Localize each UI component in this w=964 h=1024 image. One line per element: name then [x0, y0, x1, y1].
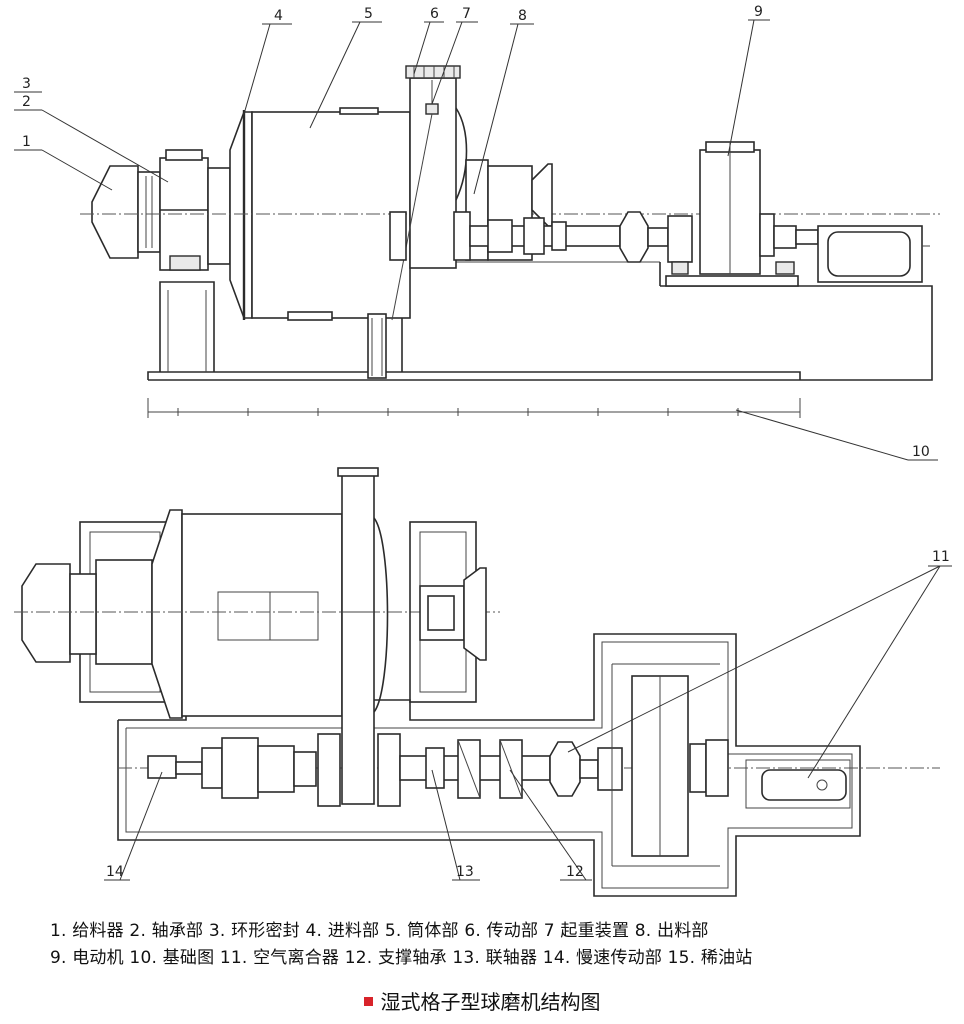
plan-leader-lines	[104, 565, 952, 881]
callout-3: 3	[22, 76, 31, 92]
callout-4: 4	[274, 8, 283, 24]
callout-6: 6	[430, 6, 439, 22]
pinion-shaft	[469, 211, 693, 275]
main-motor	[665, 141, 819, 287]
side-elevation-view	[14, 19, 940, 461]
plan-main-motor	[611, 663, 729, 867]
left-main-bearing	[159, 149, 231, 271]
caption-text: 湿式格子型球磨机结构图	[380, 990, 601, 1014]
feeder	[91, 165, 161, 259]
foundation-base	[147, 261, 933, 418]
callout-13: 13	[456, 864, 474, 880]
callout-12: 12	[566, 864, 584, 880]
callout-numbers: 1 2 3 4 5 6 7 8 9 10 11 12 13 14	[22, 4, 950, 880]
callout-1: 1	[22, 134, 31, 150]
callout-9: 9	[754, 4, 763, 20]
caption-bullet-icon	[363, 997, 373, 1006]
callout-10: 10	[912, 444, 930, 460]
side-leader-lines	[14, 19, 938, 461]
plan-mill-shell	[14, 509, 940, 769]
plan-gear-cover	[337, 467, 389, 805]
callout-14: 14	[106, 864, 124, 880]
callout-7: 7	[462, 6, 471, 22]
plan-lube-oil-station	[745, 759, 851, 809]
gear-drive	[367, 65, 468, 379]
callout-5: 5	[364, 6, 373, 22]
lube-oil-station	[817, 225, 930, 283]
feed-end-flange	[229, 110, 253, 320]
plan-left-bearing	[21, 521, 171, 703]
legend-row-1: 1. 给料器 2. 轴承部 3. 环形密封 4. 进料部 5. 筒体部 6. 传…	[50, 921, 709, 941]
callout-11: 11	[932, 549, 950, 565]
legend-row-2: 9. 电动机 10. 基础图 11. 空气离合器 12. 支撑轴承 13. 联轴…	[50, 948, 753, 968]
plan-view	[14, 467, 952, 897]
figure-caption: 湿式格子型球磨机结构图	[0, 986, 964, 1015]
callout-8: 8	[518, 8, 527, 24]
plan-right-bearing	[409, 521, 487, 703]
plan-drive-train	[147, 733, 623, 807]
callout-2: 2	[22, 94, 31, 110]
mill-shell	[80, 107, 940, 321]
parts-legend: 1. 给料器 2. 轴承部 3. 环形密封 4. 进料部 5. 筒体部 6. 传…	[50, 918, 950, 972]
